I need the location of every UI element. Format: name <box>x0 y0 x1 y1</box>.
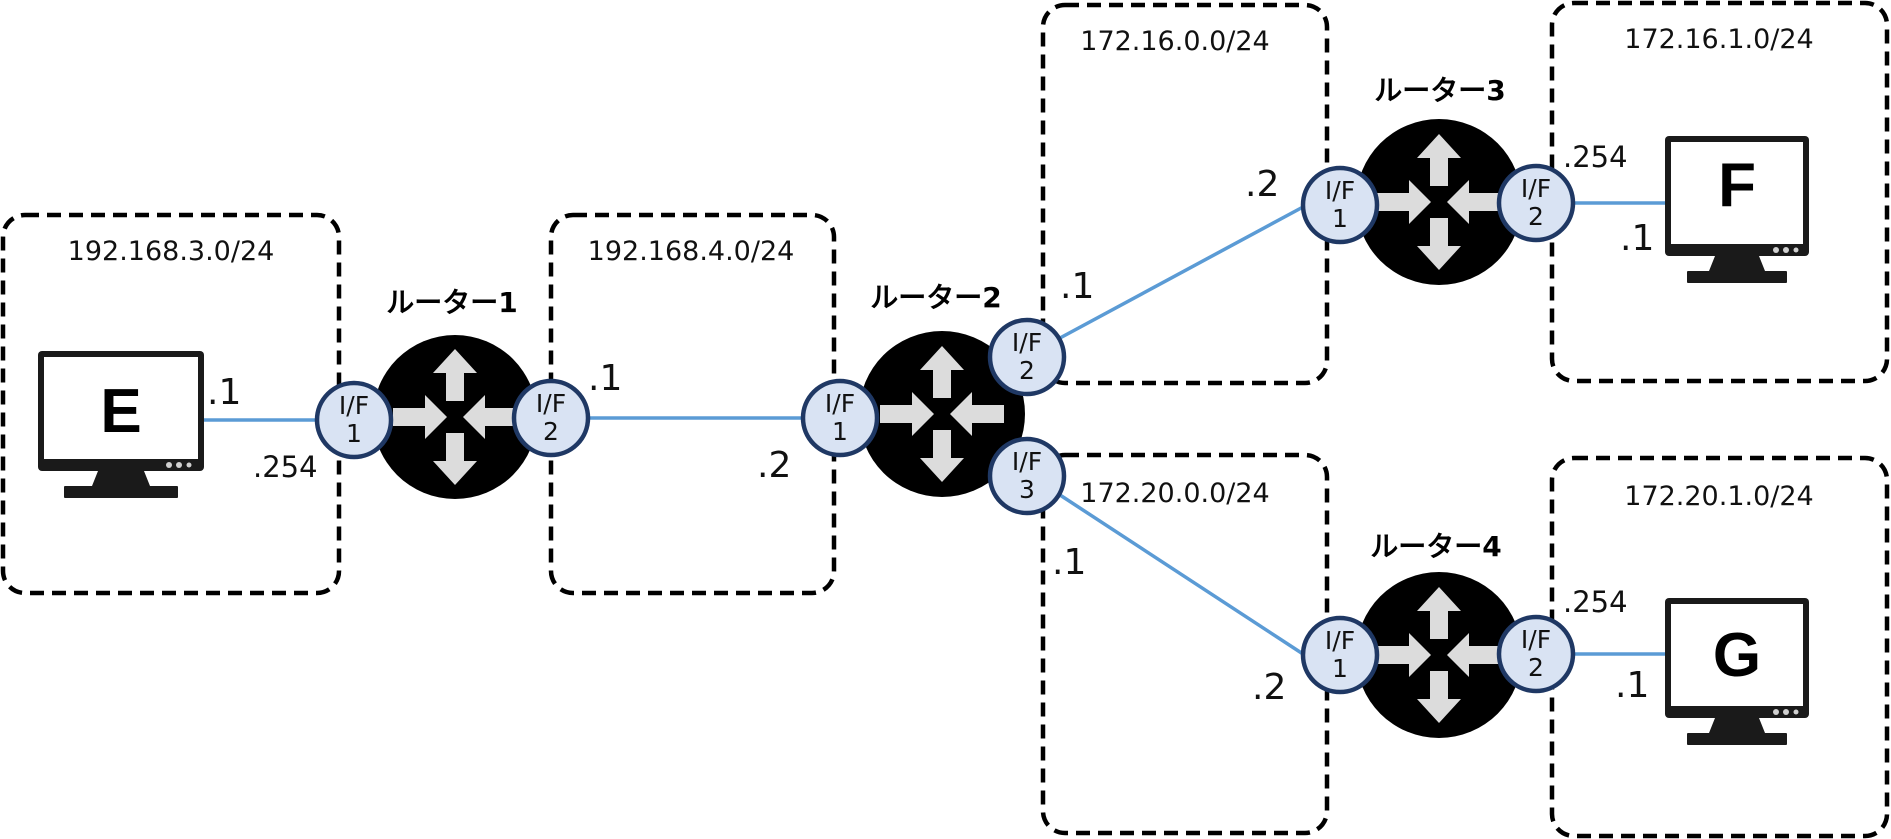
subnet-border <box>1040 2 1330 386</box>
svg-text:1: 1 <box>346 419 362 448</box>
interface-r3-if1[interactable]: I/F 1 <box>1300 165 1380 245</box>
host-label: G <box>1713 621 1761 690</box>
addr-r1-if2: .1 <box>588 358 622 399</box>
interface-r3-if2[interactable]: I/F 2 <box>1496 163 1576 243</box>
router-2[interactable]: ルーター2 I/F 1 I/F 2 I/F 3 <box>800 281 1067 516</box>
router-4[interactable]: ルーター4 I/F 1 I/F 2 <box>1300 530 1576 738</box>
interface-r4-if2[interactable]: I/F 2 <box>1496 614 1576 694</box>
monitor-icon <box>38 351 204 498</box>
addr-r2-if2: .1 <box>1060 266 1094 307</box>
addr-r1-if1: .254 <box>253 450 318 484</box>
interface-r2-if1[interactable]: I/F 1 <box>800 378 880 458</box>
svg-text:2: 2 <box>1528 653 1544 682</box>
router-label: ルーター4 <box>1370 530 1501 563</box>
svg-text:2: 2 <box>543 417 559 446</box>
addr-r4-if1: .2 <box>1252 667 1286 708</box>
addr-e-host: .1 <box>207 372 241 413</box>
router-label: ルーター1 <box>386 286 517 319</box>
link-r2-r4 <box>1059 493 1304 656</box>
interface-r1-if1[interactable]: I/F 1 <box>314 380 394 460</box>
subnet-border <box>548 212 837 596</box>
router-icon <box>859 331 1025 497</box>
host-g[interactable]: G <box>1665 598 1809 745</box>
subnet-label: 192.168.4.0/24 <box>588 236 795 267</box>
subnet-box-192-168-4-0: 192.168.4.0/24 <box>548 212 837 596</box>
svg-text:1: 1 <box>1332 654 1348 683</box>
router-3[interactable]: ルーター3 I/F 1 I/F 2 <box>1300 74 1576 285</box>
router-icon <box>1356 572 1522 738</box>
addr-r3-if2: .254 <box>1563 140 1628 174</box>
addr-r2-if3: .1 <box>1052 542 1086 583</box>
subnet-label: 172.16.0.0/24 <box>1080 26 1269 57</box>
svg-text:I/F: I/F <box>1325 626 1355 655</box>
router-icon <box>373 335 537 499</box>
svg-text:I/F: I/F <box>1521 625 1551 654</box>
addr-r2-if1: .2 <box>757 445 791 486</box>
addr-g-host: .1 <box>1615 665 1649 706</box>
subnet-label: 172.20.0.0/24 <box>1080 478 1269 509</box>
subnet-label: 192.168.3.0/24 <box>68 236 275 267</box>
interface-r2-if2[interactable]: I/F 2 <box>987 317 1067 397</box>
svg-text:I/F: I/F <box>1012 447 1042 476</box>
interface-r4-if1[interactable]: I/F 1 <box>1300 615 1380 695</box>
addr-r4-if2: .254 <box>1563 585 1628 619</box>
monitor-icon <box>1665 136 1809 283</box>
svg-text:2: 2 <box>1019 356 1035 385</box>
interface-r1-if2[interactable]: I/F 2 <box>511 378 591 458</box>
svg-text:I/F: I/F <box>825 389 855 418</box>
host-label: F <box>1718 151 1756 220</box>
router-1[interactable]: ルーター1 I/F 1 I/F 2 <box>314 286 591 499</box>
svg-text:2: 2 <box>1528 202 1544 231</box>
svg-text:I/F: I/F <box>1521 174 1551 203</box>
svg-text:1: 1 <box>1332 204 1348 233</box>
svg-text:I/F: I/F <box>1325 176 1355 205</box>
subnet-label: 172.16.1.0/24 <box>1624 24 1813 55</box>
link-r2-r3 <box>1059 205 1304 340</box>
addr-r3-if1: .2 <box>1245 164 1279 205</box>
svg-text:3: 3 <box>1019 475 1035 504</box>
host-label: E <box>100 377 141 446</box>
router-icon <box>1356 119 1522 285</box>
monitor-icon <box>1665 598 1809 745</box>
host-e[interactable]: E <box>38 351 204 498</box>
router-label: ルーター3 <box>1374 74 1505 107</box>
svg-text:I/F: I/F <box>339 391 369 420</box>
addr-f-host: .1 <box>1620 218 1654 259</box>
subnet-box-172-16-0-0: 172.16.0.0/24 <box>1040 2 1330 386</box>
svg-text:1: 1 <box>832 417 848 446</box>
svg-text:I/F: I/F <box>536 389 566 418</box>
host-f[interactable]: F <box>1665 136 1809 283</box>
router-label: ルーター2 <box>870 281 1001 314</box>
interface-r2-if3[interactable]: I/F 3 <box>987 436 1067 516</box>
svg-text:I/F: I/F <box>1012 328 1042 357</box>
subnet-label: 172.20.1.0/24 <box>1624 481 1813 512</box>
